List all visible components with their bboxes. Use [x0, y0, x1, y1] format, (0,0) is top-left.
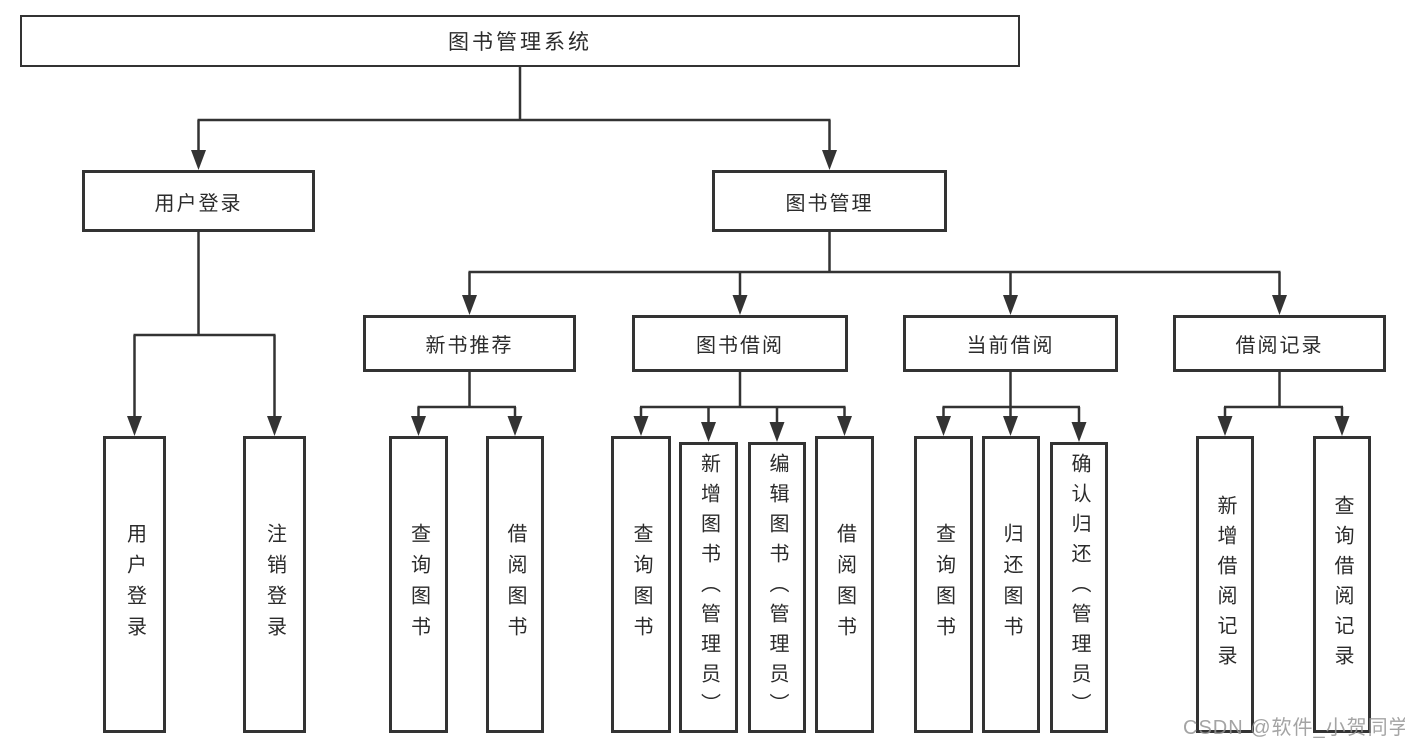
- node-library-management-system: 图书管理系统: [20, 15, 1020, 67]
- node-borrowing-records: 借阅记录: [1173, 315, 1386, 372]
- node-user-login: 用户登录: [82, 170, 315, 232]
- node-current-borrowing: 当前借阅: [903, 315, 1118, 372]
- node-book-borrowing: 图书借阅: [632, 315, 848, 372]
- leaf-borrow-books-recommend: 借阅图书: [486, 436, 544, 733]
- leaf-query-borrow-record: 查询借阅记录: [1313, 436, 1371, 733]
- leaf-borrow-books-borrowing: 借阅图书: [815, 436, 874, 733]
- watermark: CSDN @软件_小贺同学: [1183, 717, 1405, 739]
- leaf-add-book-admin: 新增图书（管理员）: [679, 442, 738, 733]
- leaf-query-books-current: 查询图书: [914, 436, 973, 733]
- leaf-logout: 注销登录: [243, 436, 306, 733]
- leaf-user-login: 用户登录: [103, 436, 166, 733]
- leaf-query-books-recommend: 查询图书: [389, 436, 448, 733]
- node-new-book-recommendation: 新书推荐: [363, 315, 576, 372]
- leaf-edit-book-admin: 编辑图书（管理员）: [748, 442, 806, 733]
- leaf-confirm-return-admin: 确认归还（管理员）: [1050, 442, 1108, 733]
- leaf-query-books-borrowing: 查询图书: [611, 436, 671, 733]
- node-book-management: 图书管理: [712, 170, 947, 232]
- leaf-add-borrow-record: 新增借阅记录: [1196, 436, 1254, 733]
- leaf-return-books: 归还图书: [982, 436, 1040, 733]
